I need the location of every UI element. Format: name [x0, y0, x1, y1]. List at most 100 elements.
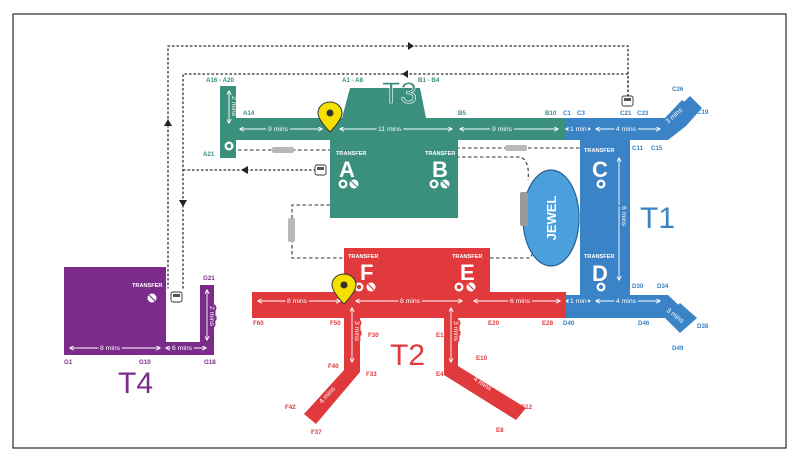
- map-frame: [12, 13, 787, 449]
- gate-label: G21: [203, 275, 215, 282]
- gate-label: D49: [672, 345, 684, 352]
- bus-icon: [170, 291, 183, 303]
- restroom-icon: [354, 282, 364, 292]
- transfer-label: TRANSFER: [336, 151, 366, 157]
- transfer-label: TRANSFER: [425, 151, 455, 157]
- gate-label: E10: [476, 355, 488, 362]
- jewel-building: JEWEL: [520, 169, 580, 267]
- gate-label: E12: [521, 404, 533, 411]
- walk-time: 2 mins: [230, 96, 237, 117]
- restroom-icon: [224, 141, 234, 151]
- gate-label: G1: [64, 359, 73, 366]
- terminal-4: T4 G21 G1 G10 G18 2 mins 8 mins 6 mins T…: [64, 267, 217, 400]
- bus-icon: [621, 95, 634, 107]
- t3-shape: [220, 86, 566, 218]
- t4-label: T4: [118, 367, 153, 400]
- gate-label: C3: [577, 110, 585, 117]
- gate-label: A16 - A20: [206, 77, 235, 84]
- gate-label: E28: [542, 320, 554, 327]
- gate-label: G10: [139, 359, 151, 366]
- t1-label: T1: [640, 202, 675, 235]
- location-pin-icon[interactable]: [331, 273, 357, 305]
- hall-label: C: [592, 157, 608, 182]
- gate-label: B1 - B4: [418, 77, 440, 84]
- gate-label: E4: [436, 371, 444, 378]
- bus-icon: [314, 164, 327, 176]
- gate-label: D34: [657, 283, 669, 290]
- walk-time: 8 mins: [287, 298, 308, 305]
- gate-label: E8: [496, 427, 504, 434]
- gate-label: C1: [563, 110, 571, 117]
- terminal-2: T2 F60 F50 F30 F40 F33 F42 F37 E1 E4 E10…: [252, 248, 566, 436]
- no-smoking-icon: [147, 293, 157, 303]
- hall-label: B: [432, 157, 448, 182]
- walk-time: 8 mins: [100, 345, 121, 352]
- skytrain-t2-t1: [490, 249, 536, 259]
- walk-time: 1 min: [570, 126, 587, 133]
- location-pin-icon[interactable]: [317, 101, 343, 133]
- hall-label: D: [592, 261, 608, 286]
- no-smoking-icon: [440, 179, 450, 189]
- terminal-3: T3 A16 - A20 A14 A21 A1 - A8 B1 - B4 B5 …: [203, 77, 566, 218]
- gate-label: B5: [458, 110, 466, 117]
- t4-shape: [64, 267, 214, 355]
- walk-time: 9 mins: [492, 126, 513, 133]
- gate-label: D30: [632, 283, 644, 290]
- no-smoking-icon: [466, 282, 476, 292]
- gate-label: C11: [632, 145, 644, 152]
- restroom-icon: [596, 282, 606, 292]
- restroom-icon: [596, 179, 606, 189]
- walk-time: 8 mins: [400, 298, 421, 305]
- gate-label: D46: [638, 320, 650, 327]
- walk-time: 6 mins: [510, 298, 531, 305]
- t3-label: T3: [382, 77, 417, 110]
- gate-label: G18: [204, 359, 216, 366]
- restroom-icon: [454, 282, 464, 292]
- restroom-icon: [338, 179, 348, 189]
- skytrain-t2-t3: [291, 204, 345, 259]
- gate-label: F37: [311, 429, 322, 436]
- hall-label: F: [360, 260, 373, 285]
- bus-route-outer: [167, 45, 629, 289]
- gate-label: F60: [253, 320, 264, 327]
- gate-label: F30: [368, 332, 379, 339]
- restroom-icon: [429, 179, 439, 189]
- t2-label: T2: [390, 339, 425, 372]
- gate-label: C19: [697, 109, 709, 116]
- gate-label: A1 - A8: [342, 77, 364, 84]
- gate-label: C23: [637, 110, 649, 117]
- transfer-label: TRANSFER: [452, 254, 482, 260]
- transfer-label: TRANSFER: [348, 254, 378, 260]
- gate-label: D40: [563, 320, 575, 327]
- jewel-label: JEWEL: [544, 196, 559, 241]
- gate-label: F50: [330, 320, 341, 327]
- walk-time: 9 mins: [268, 126, 289, 133]
- gate-label: E20: [488, 320, 500, 327]
- walk-time: 6 mins: [172, 345, 193, 352]
- transfer-label: TRANSFER: [584, 148, 614, 154]
- transfer-label: TRANSFER: [584, 254, 614, 260]
- gate-label: C15: [651, 145, 663, 152]
- walk-time: 3 mins: [452, 321, 459, 342]
- walk-time: 6 mins: [620, 206, 627, 227]
- gate-label: F40: [328, 363, 339, 370]
- t1-shape: [566, 96, 702, 330]
- transfer-label: TRANSFER: [132, 283, 162, 289]
- skytrain-lines: [238, 145, 590, 259]
- walk-time: 4 mins: [616, 126, 637, 133]
- t2-shape: [252, 248, 566, 424]
- gate-label: D38: [697, 323, 709, 330]
- walk-time: 1 min: [570, 298, 587, 305]
- gate-label: E1: [436, 332, 444, 339]
- gate-label: A14: [243, 110, 255, 117]
- gate-label: F42: [285, 404, 296, 411]
- gate-label: C26: [672, 86, 684, 93]
- gate-label: A21: [203, 151, 215, 158]
- gate-label: F33: [366, 371, 377, 378]
- no-smoking-icon: [366, 282, 376, 292]
- no-smoking-icon: [349, 179, 359, 189]
- hall-label: E: [460, 260, 475, 285]
- walk-time: 3 mins: [353, 321, 360, 342]
- hall-label: A: [339, 157, 355, 182]
